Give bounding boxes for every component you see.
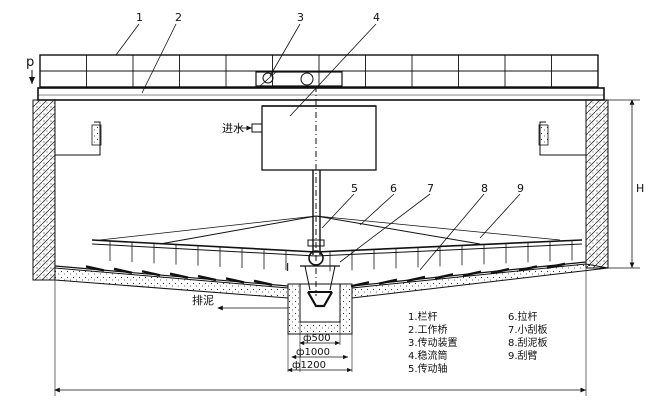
inlet-label: 进水 <box>222 122 244 135</box>
callout-6: 6 <box>390 182 397 195</box>
legend-item-4: 4.稳流筒 <box>408 349 448 362</box>
legend: 1.栏杆 2.工作桥 3.传动装置 4.稳流筒 5.传动轴 6.拉杆 7.小刮板… <box>408 310 548 375</box>
legend-item-1: 1.栏杆 <box>408 310 438 323</box>
legend-item-9: 9.刮臂 <box>508 349 538 362</box>
dim-1200: ф1200 <box>292 360 326 371</box>
scraper-blade <box>141 270 161 277</box>
scraper-blade <box>462 270 482 277</box>
scraper-blade <box>350 281 370 288</box>
scraper-blade <box>490 267 510 275</box>
scraper-blade <box>169 272 189 279</box>
sludge-pit <box>287 283 353 335</box>
callout-2: 2 <box>175 11 182 24</box>
callout-7: 7 <box>427 182 434 195</box>
scraper-blade <box>113 267 133 275</box>
callout-1: 1 <box>136 11 143 24</box>
scraper-blade <box>85 265 105 272</box>
railing <box>39 54 599 88</box>
callout-3: 3 <box>297 11 304 24</box>
scraper-blades <box>85 262 566 288</box>
callout-9: 9 <box>517 182 524 195</box>
callout-numbers: 1 2 3 4 5 6 7 8 9 <box>136 11 524 195</box>
section-mark: I <box>286 261 289 274</box>
p-label: p <box>26 55 34 70</box>
scraper-blade <box>546 262 566 269</box>
inlet: 进水 <box>222 122 252 135</box>
tie-rods <box>99 215 561 245</box>
sludge-discharge: 排泥 <box>192 293 288 311</box>
height-dimension: H <box>604 99 644 269</box>
stilling-well <box>251 105 377 171</box>
callout-4: 4 <box>373 11 380 24</box>
legend-item-5: 5.传动轴 <box>408 362 448 375</box>
callout-5: 5 <box>351 182 358 195</box>
p-marker: p <box>26 55 35 84</box>
scraper-blade <box>406 275 426 283</box>
dim-1000: ф1000 <box>296 347 330 358</box>
legend-item-2: 2.工作桥 <box>408 324 448 336</box>
tank-floor <box>54 261 609 299</box>
working-bridge <box>37 87 605 101</box>
scraper-blade <box>197 274 217 282</box>
legend-item-6: 6.拉杆 <box>508 310 538 323</box>
legend-item-8: 8.刮泥板 <box>508 336 548 349</box>
small-scraper <box>300 265 340 291</box>
dim-500: ф500 <box>303 333 331 344</box>
scraper-blade <box>253 279 273 287</box>
legend-item-7: 7.小刮板 <box>508 323 548 336</box>
callout-leaders <box>115 23 521 271</box>
height-label: H <box>636 182 644 195</box>
scraper-blade <box>434 273 454 280</box>
drive-unit <box>255 71 343 87</box>
tank-walls <box>32 99 609 281</box>
scraper-blade <box>378 278 398 285</box>
scraper-arms <box>91 239 583 272</box>
drive-shaft <box>307 86 325 296</box>
legend-item-3: 3.传动装置 <box>408 336 458 349</box>
diameter-dimensions: ф500 ф1000 ф1200 <box>287 322 353 373</box>
sludge-label: 排泥 <box>192 293 214 307</box>
scraper-blade <box>225 277 245 284</box>
overall-width-dimension <box>54 268 587 396</box>
callout-8: 8 <box>481 182 488 195</box>
scraper-blade <box>518 265 538 272</box>
